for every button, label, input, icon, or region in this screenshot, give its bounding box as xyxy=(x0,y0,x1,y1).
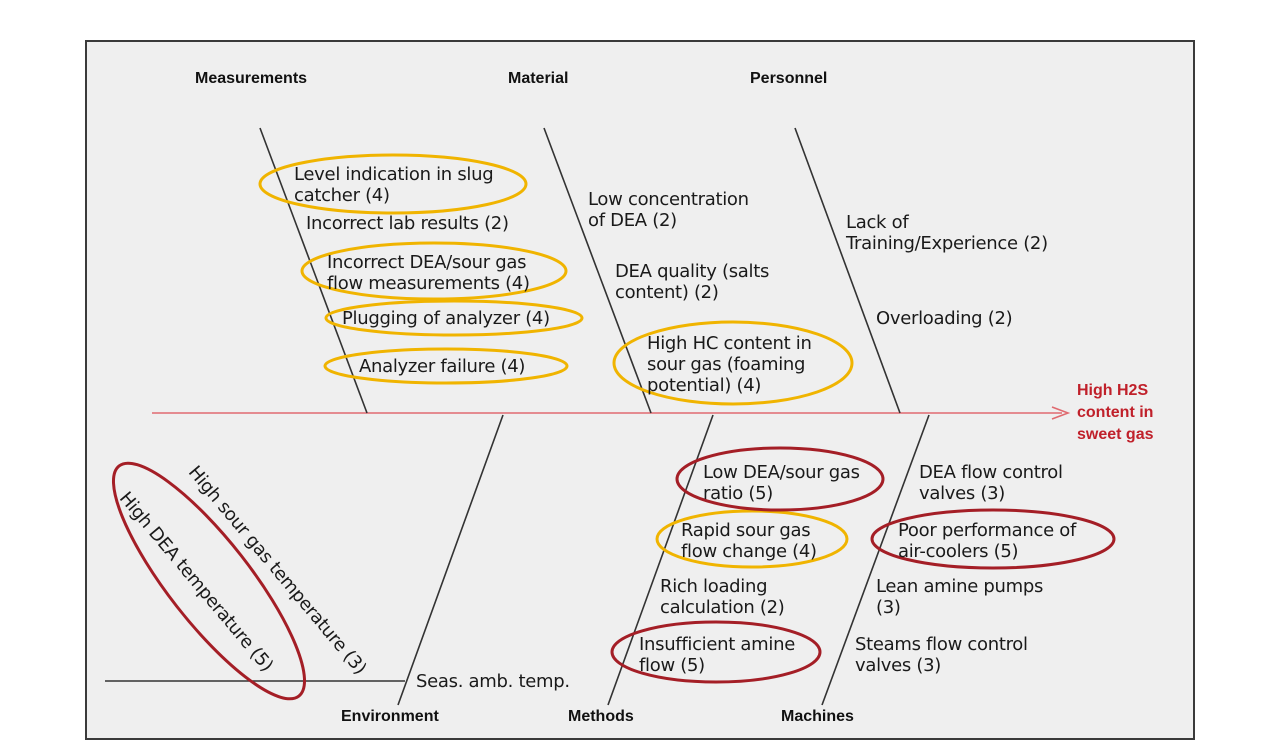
highlight-plugging-analyzer xyxy=(324,299,584,337)
cause-line: flow measurements (4) xyxy=(327,273,530,294)
cause-line: of DEA (2) xyxy=(588,210,677,231)
cause-line: air-coolers (5) xyxy=(898,541,1019,562)
cause-line: DEA flow control xyxy=(919,462,1063,483)
cause-dea-quality: DEA quality (salts content) (2) xyxy=(615,261,769,303)
cause-line: Low concentration xyxy=(588,189,749,210)
cause-low-concentration-dea: Low concentration of DEA (2) xyxy=(588,189,749,231)
cause-steams-flow-control: Steams flow control valves (3) xyxy=(855,634,1028,676)
effect-label: High H2S content in sweet gas xyxy=(1077,380,1153,446)
cause-incorrect-dea-flow: Incorrect DEA/sour gas flow measurements… xyxy=(327,252,530,294)
highlight-high-hc-content xyxy=(612,320,854,406)
cause-incorrect-lab-results: Incorrect lab results (2) xyxy=(306,213,509,234)
cause-line: potential) (4) xyxy=(647,375,762,396)
cause-rich-loading: Rich loading calculation (2) xyxy=(660,576,785,618)
cause-high-hc-content: High HC content in sour gas (foaming pot… xyxy=(647,333,812,396)
category-environment: Environment xyxy=(341,708,439,725)
cause-line: (3) xyxy=(876,597,901,618)
cause-seasonal-ambient-temp: Seas. amb. temp. xyxy=(416,671,570,692)
effect-line-2: content in xyxy=(1077,404,1154,421)
cause-line: ratio (5) xyxy=(703,483,774,504)
cause-overloading: Overloading (2) xyxy=(876,308,1013,329)
highlight-rapid-sour-gas xyxy=(655,509,849,569)
cause-line: content) (2) xyxy=(615,282,719,303)
highlight-incorrect-dea-flow xyxy=(300,241,568,301)
category-measurements: Measurements xyxy=(195,70,308,87)
bone-environment xyxy=(397,414,504,706)
cause-lack-of-training: Lack of Training/Experience (2) xyxy=(846,212,1048,254)
highlight-analyzer-failure xyxy=(323,347,569,385)
spine-arrowhead xyxy=(1051,406,1071,420)
cause-level-indication: Level indication in slug catcher (4) xyxy=(294,164,494,206)
cause-line: Low DEA/sour gas xyxy=(703,462,860,483)
cause-line: calculation (2) xyxy=(660,597,785,618)
cause-poor-air-coolers: Poor performance of air-coolers (5) xyxy=(898,520,1076,562)
cause-line: Steams flow control xyxy=(855,634,1028,655)
cause-line: flow (5) xyxy=(639,655,705,676)
cause-line: Incorrect DEA/sour gas xyxy=(327,252,527,273)
cause-line: flow change (4) xyxy=(681,541,817,562)
cause-line: Level indication in slug xyxy=(294,164,494,185)
cause-rapid-sour-gas-flow: Rapid sour gas flow change (4) xyxy=(681,520,817,562)
fishbone-diagram xyxy=(105,127,1116,706)
highlight-insufficient-amine xyxy=(610,620,822,684)
cause-line: Lean amine pumps xyxy=(876,576,1044,597)
cause-dea-flow-control-valves: DEA flow control valves (3) xyxy=(919,462,1063,504)
cause-line: Rapid sour gas xyxy=(681,520,811,541)
cause-line: Insufficient amine xyxy=(639,634,795,655)
effect-line-1: High H2S xyxy=(1077,382,1149,399)
cause-line: sour gas (foaming xyxy=(647,354,806,375)
highlight-high-dea-temp xyxy=(111,461,307,701)
category-machines: Machines xyxy=(781,708,854,725)
effect-line-3: sweet gas xyxy=(1077,426,1154,443)
cause-line: valves (3) xyxy=(919,483,1006,504)
cause-line: Training/Experience (2) xyxy=(846,233,1048,254)
bone-measurements xyxy=(259,127,368,414)
cause-plugging-analyzer: Plugging of analyzer (4) xyxy=(342,308,550,329)
cause-line: Poor performance of xyxy=(898,520,1077,541)
cause-low-dea-sour-gas-ratio: Low DEA/sour gas ratio (5) xyxy=(703,462,860,504)
cause-analyzer-failure: Analyzer failure (4) xyxy=(359,356,526,377)
cause-line: DEA quality (salts xyxy=(615,261,770,282)
bone-methods xyxy=(607,414,714,706)
cause-line: valves (3) xyxy=(855,655,942,676)
cause-line: Rich loading xyxy=(660,576,768,597)
bone-machines xyxy=(821,414,930,706)
highlight-level-indication xyxy=(258,153,528,215)
bone-personnel xyxy=(794,127,901,414)
highlight-low-dea-ratio xyxy=(675,446,885,512)
cause-lean-amine-pumps: Lean amine pumps (3) xyxy=(876,576,1043,618)
category-personnel: Personnel xyxy=(750,70,828,87)
cause-line: High HC content in xyxy=(647,333,812,354)
bone-material xyxy=(543,127,652,414)
cause-insufficient-amine-flow: Insufficient amine flow (5) xyxy=(639,634,795,676)
cause-line: Lack of xyxy=(846,212,909,233)
category-material: Material xyxy=(508,70,569,87)
category-methods: Methods xyxy=(568,708,634,725)
highlight-poor-air-coolers xyxy=(870,508,1116,570)
cause-line: catcher (4) xyxy=(294,185,390,206)
